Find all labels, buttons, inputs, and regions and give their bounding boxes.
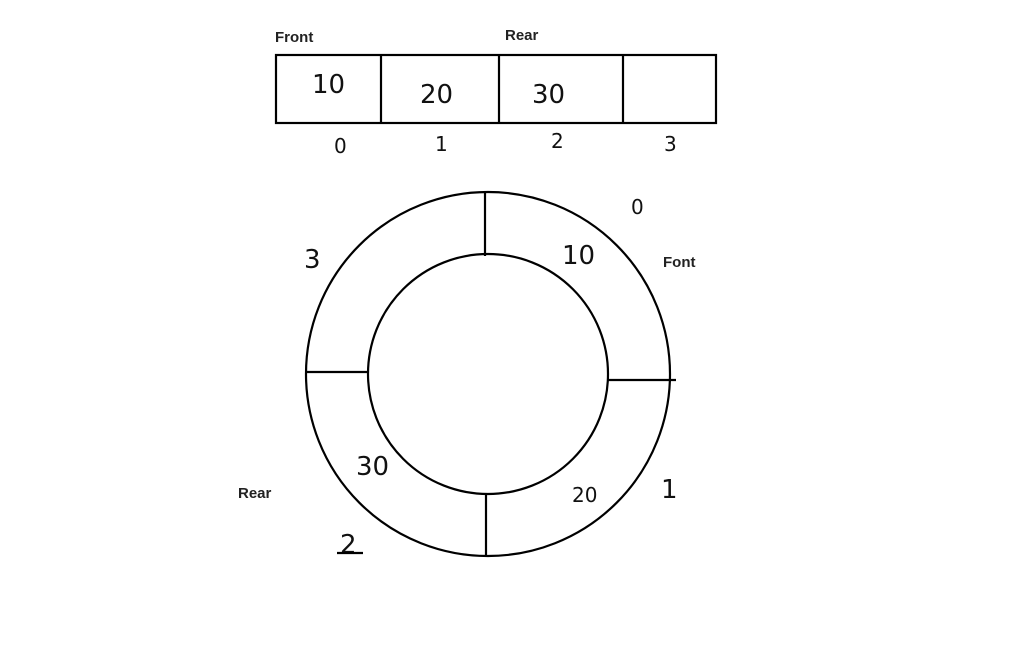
segment-value: 30	[356, 452, 389, 482]
array-index: 0	[334, 134, 347, 158]
array-index: 1	[435, 132, 448, 156]
linear-rear-label: Rear	[505, 27, 539, 44]
circular-front-label: Font	[663, 254, 695, 271]
segment-value: 10	[562, 241, 595, 271]
segment-index: 1	[661, 475, 678, 505]
segment-value: 20	[572, 483, 597, 507]
circular-queue: 10 20 30 0 1 2 3 Font Rear	[238, 190, 695, 560]
segment-index: 3	[304, 245, 321, 275]
array-outline	[274, 53, 718, 125]
array-index: 2	[551, 129, 564, 153]
array-index: 3	[664, 132, 677, 156]
circular-rear-label: Rear	[238, 485, 272, 502]
outer-ring	[304, 190, 672, 558]
array-cell-value: 30	[532, 80, 565, 110]
linear-queue: Front Rear 10 20 30 0 1 2 3	[274, 27, 718, 158]
inner-ring	[366, 252, 610, 496]
array-cell-value: 10	[312, 70, 345, 100]
segment-index: 2	[340, 530, 357, 560]
segment-index: 0	[631, 195, 644, 219]
linear-front-label: Front	[275, 29, 313, 46]
array-cell-value: 20	[420, 80, 453, 110]
